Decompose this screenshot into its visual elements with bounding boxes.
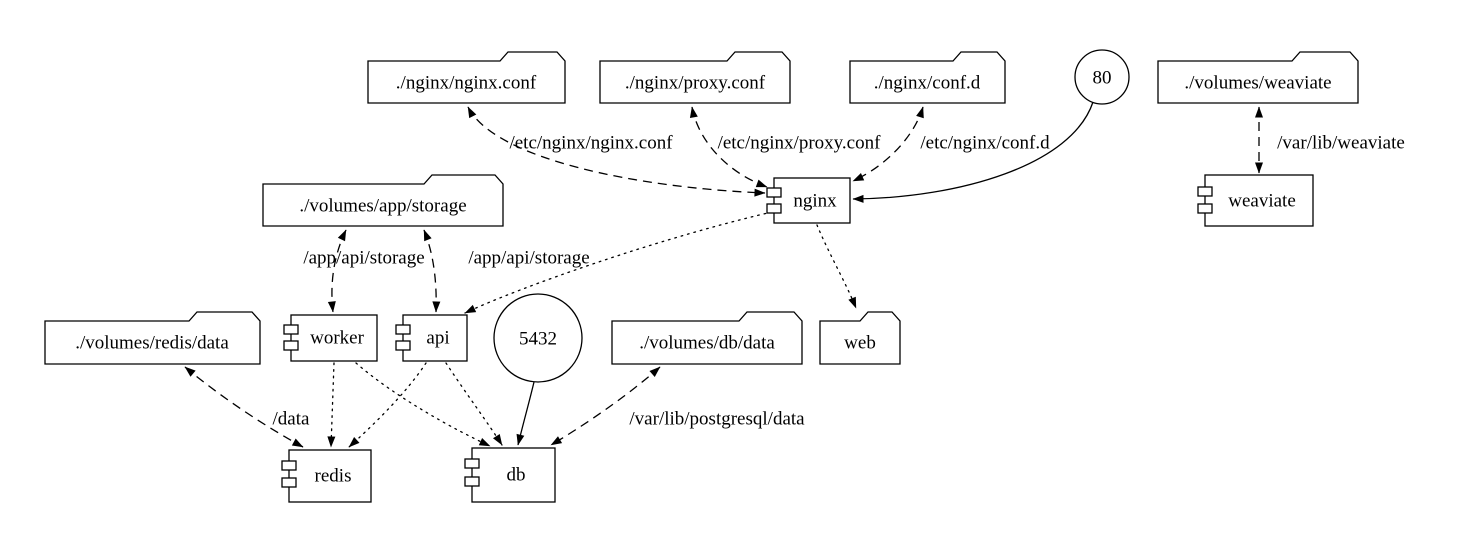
node-label: ./volumes/db/data <box>639 333 775 354</box>
edge-nginx-api-depends <box>464 211 773 314</box>
node-port-5432: 5432 <box>493 293 583 383</box>
node-port-80: 80 <box>1074 49 1130 105</box>
edge-label-redis-mount: /data <box>273 409 310 430</box>
component-tab-icon <box>464 476 480 487</box>
node-label: web <box>844 333 876 354</box>
node-folder-volumes-app-storage: ./volumes/app/storage <box>262 174 504 227</box>
node-label: nginx <box>793 191 837 212</box>
component-tab-icon <box>1197 186 1213 197</box>
node-label: api <box>426 328 449 349</box>
component-tab-icon <box>1197 203 1213 214</box>
component-tab-icon <box>281 460 297 471</box>
node-service-nginx: nginx <box>766 177 851 224</box>
edge-label-nginx-conf-mount: /etc/nginx/nginx.conf <box>509 133 673 154</box>
node-label: redis <box>315 466 352 487</box>
node-label: ./volumes/redis/data <box>75 333 229 354</box>
node-label: 80 <box>1093 68 1112 89</box>
node-label: ./nginx/nginx.conf <box>396 73 537 94</box>
node-label: db <box>507 465 526 486</box>
node-label: weaviate <box>1228 191 1296 212</box>
edge-label-worker-storage-mount: /app/api/storage <box>303 248 424 269</box>
edge-dbdata-db-volume <box>550 366 661 446</box>
node-folder-conf-d: ./nginx/conf.d <box>849 51 1006 104</box>
edge-nginx-web-depends <box>816 224 857 309</box>
edge-labels-layer: /etc/nginx/nginx.conf /etc/nginx/proxy.c… <box>273 133 1405 430</box>
edge-worker-db-depends <box>355 362 491 447</box>
node-folder-web: web <box>819 311 901 365</box>
component-tab-icon <box>395 340 411 351</box>
edge-port80-nginx <box>852 101 1094 203</box>
edge-port5432-db <box>516 381 535 446</box>
edge-label-weaviate-mount: /var/lib/weaviate <box>1277 133 1405 154</box>
component-tab-icon <box>464 458 480 469</box>
node-service-api: api <box>395 314 468 362</box>
component-tab-icon <box>395 324 411 335</box>
edge-confd-nginx-volume <box>852 106 924 182</box>
node-folder-proxy-conf: ./nginx/proxy.conf <box>599 51 791 104</box>
edge-label-db-mount: /var/lib/postgresql/data <box>629 409 805 430</box>
edge-appstorage-api-volume <box>423 229 441 313</box>
edge-proxyconf-nginx-volume <box>689 106 768 188</box>
component-tab-icon <box>283 324 299 335</box>
edge-label-proxy-conf-mount: /etc/nginx/proxy.conf <box>718 133 882 154</box>
edge-redisdata-redis-volume <box>184 366 304 448</box>
node-label: 5432 <box>519 329 557 350</box>
node-folder-volumes-db-data: ./volumes/db/data <box>611 311 803 365</box>
node-label: ./volumes/app/storage <box>299 196 466 217</box>
edge-worker-redis-depends <box>327 362 336 448</box>
component-tab-icon <box>283 340 299 351</box>
node-folder-volumes-redis-data: ./volumes/redis/data <box>44 311 261 365</box>
node-service-redis: redis <box>281 449 372 503</box>
node-label: worker <box>310 328 364 349</box>
edge-api-redis-depends <box>348 362 427 448</box>
edge-label-conf-d-mount: /etc/nginx/conf.d <box>920 133 1050 154</box>
node-service-worker: worker <box>283 314 378 362</box>
node-folder-nginx-conf: ./nginx/nginx.conf <box>367 51 566 104</box>
edge-appstorage-worker-volume <box>327 229 347 313</box>
node-label: ./nginx/conf.d <box>874 73 981 94</box>
edge-label-api-storage-mount: /app/api/storage <box>468 248 589 269</box>
node-label: ./volumes/weaviate <box>1184 73 1331 94</box>
node-service-db: db <box>464 447 556 503</box>
node-service-weaviate: weaviate <box>1197 174 1314 227</box>
node-folder-volumes-weaviate: ./volumes/weaviate <box>1157 51 1359 104</box>
edges-layer <box>184 101 1263 448</box>
edge-api-db-depends <box>445 362 503 446</box>
component-tab-icon <box>281 477 297 488</box>
component-tab-icon <box>766 187 782 198</box>
node-label: ./nginx/proxy.conf <box>625 73 766 94</box>
component-tab-icon <box>766 203 782 214</box>
